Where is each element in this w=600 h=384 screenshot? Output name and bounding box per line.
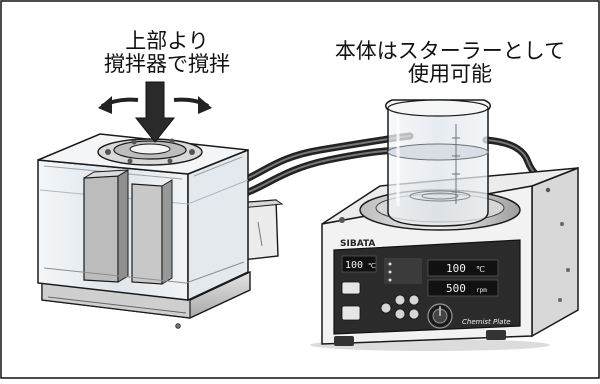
display-temp-value: 100 [446,262,466,275]
caption-top-stir-line1: 上部より [125,29,209,53]
button-5 [380,302,392,314]
display-temp-unit: ℃ [476,265,485,274]
control-panel: SIBATA 100 ℃ 100 ℃ 500 rpm Chemist Plate [333,239,521,335]
display-top-value: 100 [345,260,363,271]
caption-stirrer-usable-line1: 本体はスターラーとして [334,39,566,63]
caption-top-stir: 上部より 撹拌器で撹拌 [62,30,272,76]
display-top [341,255,377,273]
display-top-unit: ℃ [368,262,376,270]
button-3 [394,308,406,320]
display-speed-unit: rpm [476,287,487,294]
brand-label: SIBATA [340,239,375,249]
caption-top-stir-line2: 撹拌器で撹拌 [104,52,230,76]
heater-switch [341,305,361,321]
water-bath [37,133,284,329]
display-temp [427,259,499,277]
display-speed-value: 500 [446,282,466,295]
model-label: Chemist Plate [462,318,511,326]
caption-stirrer-usable-line2: 使用可能 [408,62,492,86]
power-switch [341,281,361,295]
caption-stirrer-usable: 本体はスターラーとして 使用可能 [320,40,580,86]
button-2 [408,294,420,306]
stir-arrow-icon [134,81,176,143]
button-4 [408,308,420,320]
button-1 [394,294,406,306]
display-speed [427,279,499,297]
beaker [385,99,491,227]
rotation-arrows-icon [98,96,212,114]
